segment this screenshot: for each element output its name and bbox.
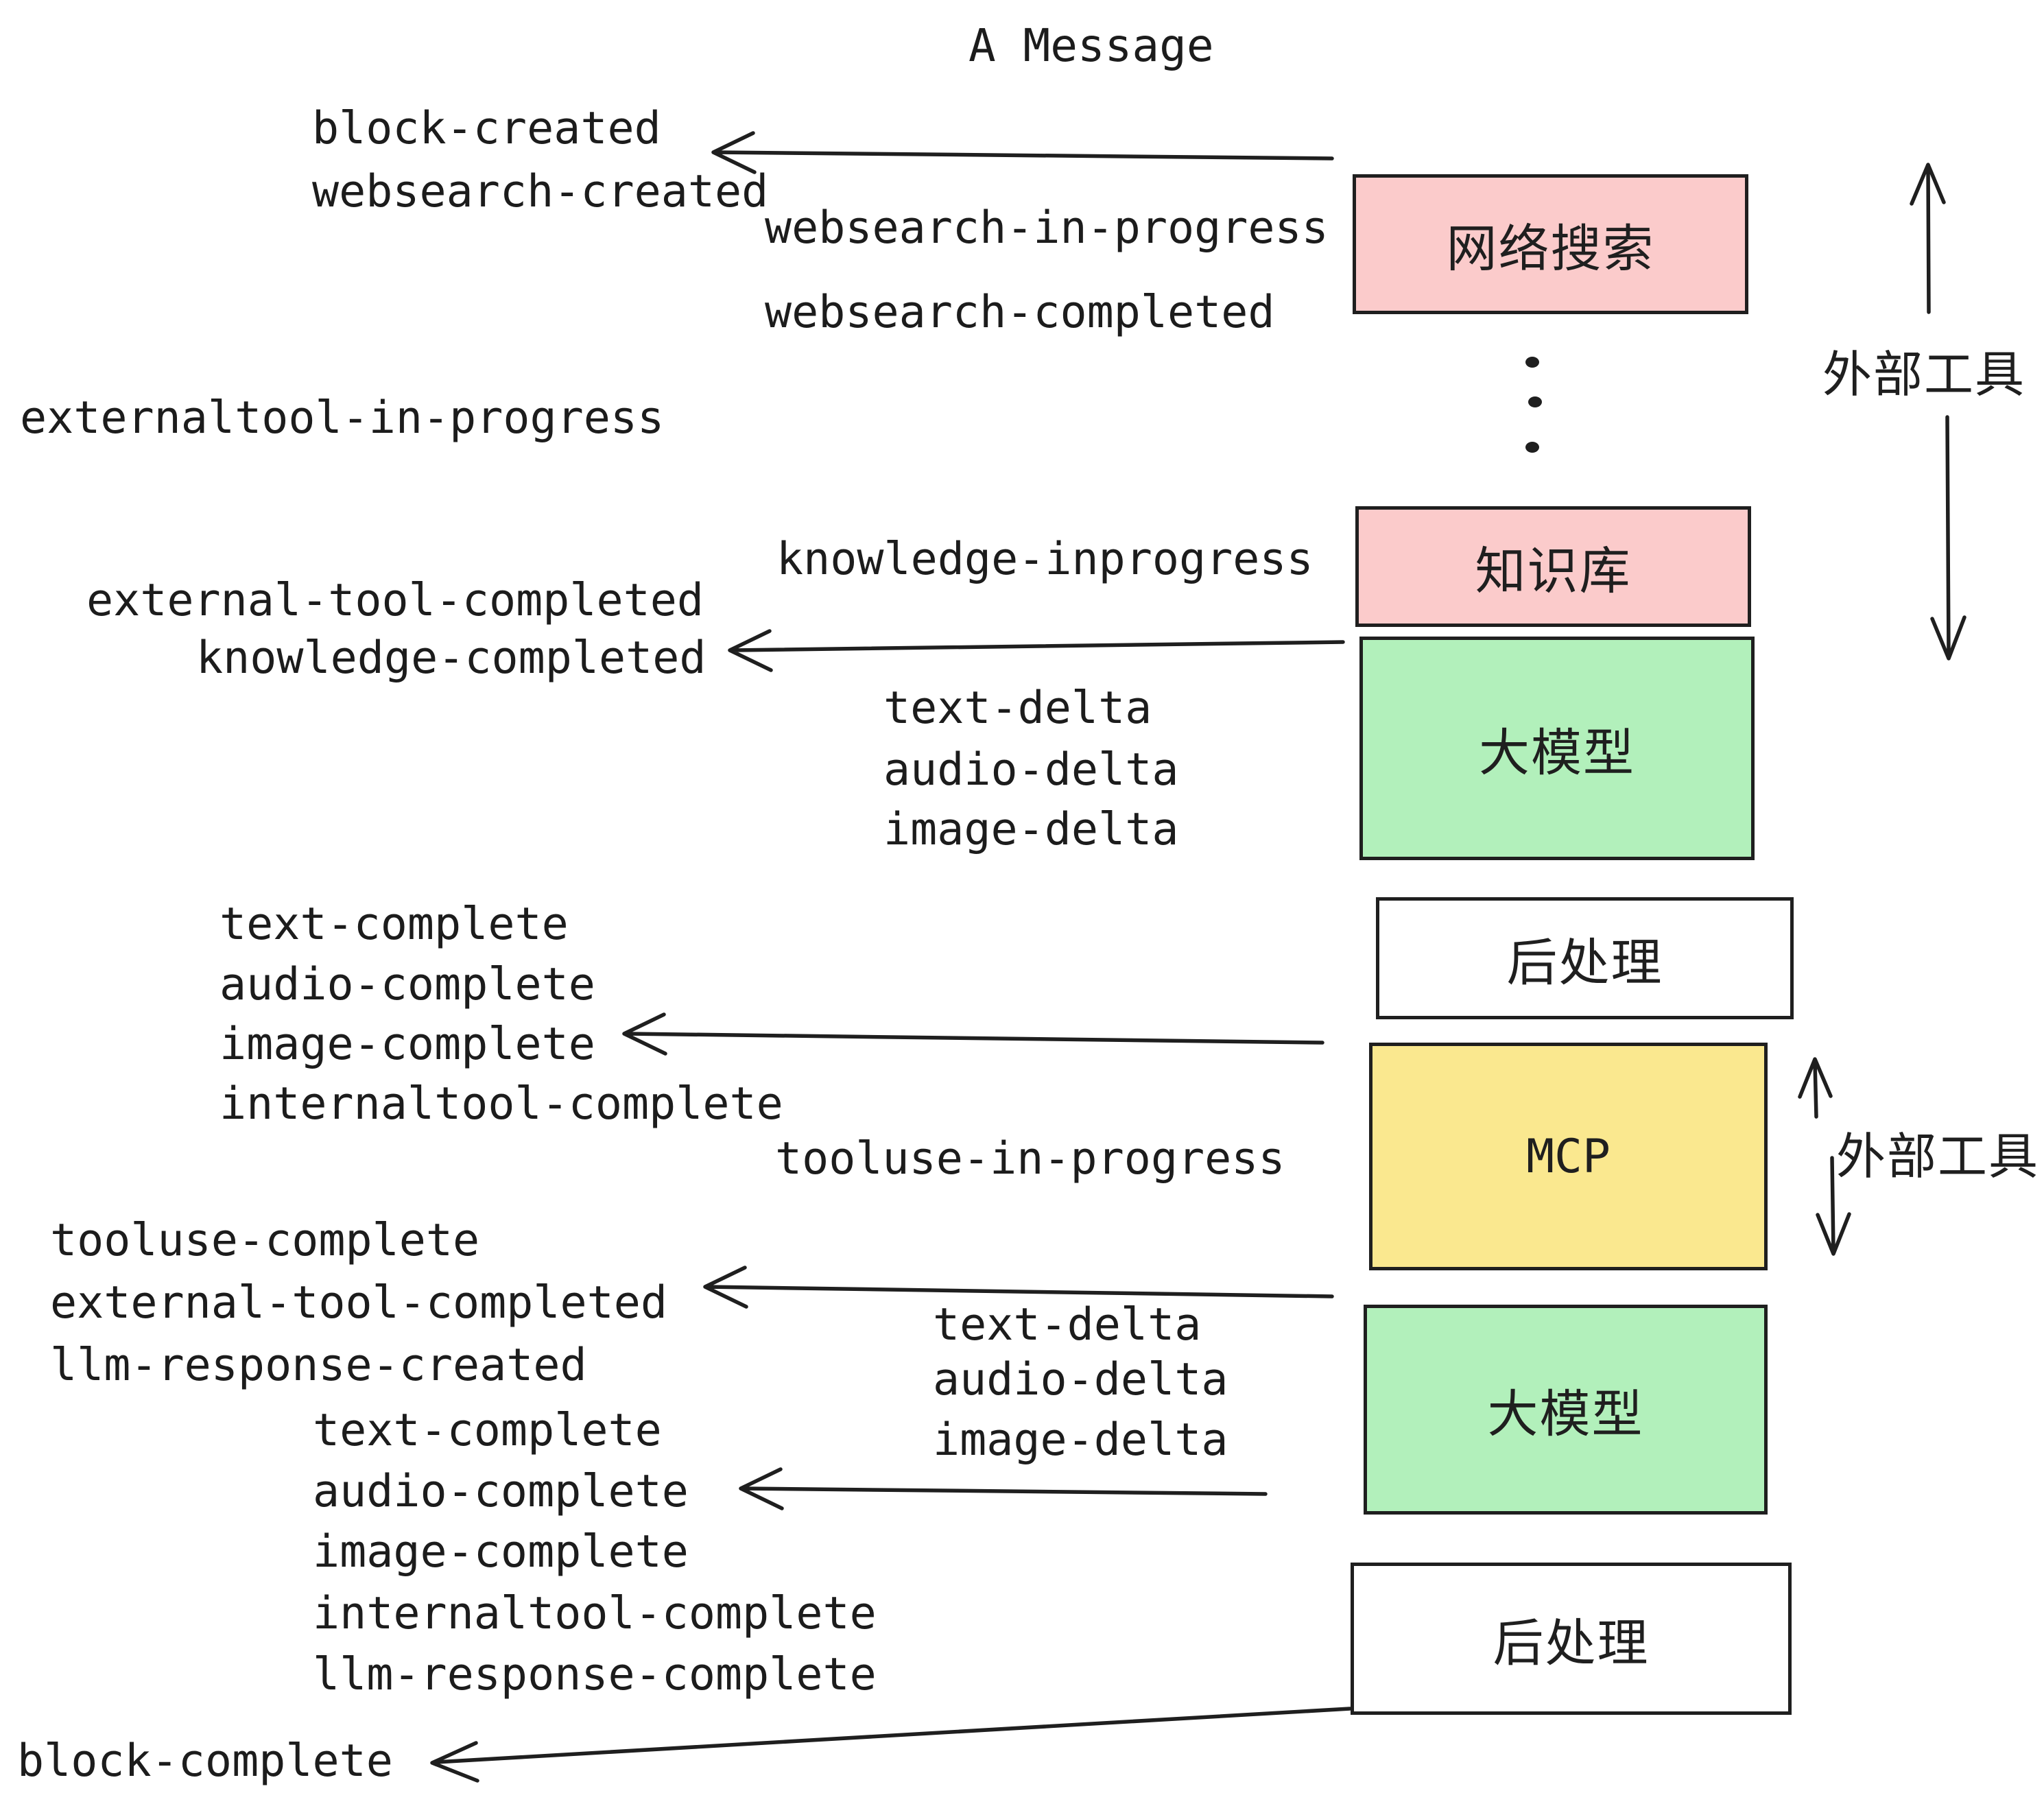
event-knowledge-completed: knowledge-completed bbox=[196, 632, 706, 684]
external-tools-top-up-arrow bbox=[1910, 163, 1946, 314]
event-text-delta-1: text-delta bbox=[883, 683, 1152, 734]
event-text-delta-2: text-delta bbox=[933, 1299, 1202, 1351]
event-image-delta-2: image-delta bbox=[933, 1414, 1228, 1466]
box-websearch: 网络搜索 bbox=[1353, 174, 1748, 314]
box-mcp: MCP bbox=[1369, 1043, 1768, 1270]
event-image-complete-1: image-complete bbox=[219, 1019, 595, 1070]
box-postprocess-2-label: 后处理 bbox=[1493, 1613, 1650, 1673]
event-websearch-completed: websearch-completed bbox=[765, 287, 1275, 338]
event-audio-delta-1: audio-delta bbox=[883, 744, 1179, 796]
arrow-to-knowledge-completed bbox=[728, 629, 1345, 672]
event-llm-response-created: llm-response-created bbox=[50, 1340, 587, 1391]
event-tooluse-in-progress: tooluse-in-progress bbox=[775, 1133, 1285, 1185]
event-websearch-created: websearch-created bbox=[312, 166, 769, 217]
diagram-title: A Message bbox=[968, 19, 1214, 72]
box-llm-2: 大模型 bbox=[1364, 1305, 1768, 1515]
event-text-complete-1: text-complete bbox=[219, 899, 569, 950]
event-llm-response-complete: llm-response-complete bbox=[313, 1649, 877, 1700]
arrow-to-block-complete bbox=[430, 1707, 1352, 1783]
event-internaltool-complete-2: internaltool-complete bbox=[313, 1588, 877, 1639]
event-internaltool-complete-1: internaltool-complete bbox=[219, 1078, 783, 1130]
event-external-tool-completed-1: external-tool-completed bbox=[86, 575, 704, 626]
event-audio-complete-1: audio-complete bbox=[219, 959, 595, 1010]
box-knowledge: 知识库 bbox=[1355, 506, 1751, 627]
box-knowledge-label: 知识库 bbox=[1475, 541, 1632, 601]
arrow-to-audio-complete-2 bbox=[739, 1467, 1268, 1510]
label-external-tools-mcp: 外部工具 bbox=[1836, 1128, 2040, 1185]
ellipsis-dots bbox=[1525, 357, 1542, 453]
box-mcp-label: MCP bbox=[1526, 1129, 1611, 1184]
event-externaltool-in-progress: externaltool-in-progress bbox=[20, 392, 665, 444]
event-block-created: block-created bbox=[312, 103, 661, 154]
box-websearch-label: 网络搜索 bbox=[1446, 219, 1655, 278]
event-knowledge-inprogress: knowledge-inprogress bbox=[776, 534, 1314, 585]
external-tools-mcp-up-arrow bbox=[1798, 1057, 1833, 1119]
event-image-complete-2: image-complete bbox=[313, 1526, 689, 1578]
arrow-to-websearch-created bbox=[711, 131, 1334, 174]
box-llm-2-label: 大模型 bbox=[1487, 1384, 1644, 1444]
event-external-tool-completed-2: external-tool-completed bbox=[50, 1277, 668, 1329]
arrow-to-image-complete bbox=[622, 1012, 1324, 1056]
box-postprocess-2: 后处理 bbox=[1351, 1563, 1792, 1715]
event-audio-delta-2: audio-delta bbox=[933, 1354, 1228, 1405]
box-postprocess-1: 后处理 bbox=[1376, 897, 1794, 1019]
event-image-delta-1: image-delta bbox=[883, 804, 1179, 855]
box-llm-1-label: 大模型 bbox=[1479, 723, 1635, 783]
event-tooluse-complete: tooluse-complete bbox=[50, 1215, 480, 1266]
event-audio-complete-2: audio-complete bbox=[313, 1466, 689, 1517]
box-llm-1: 大模型 bbox=[1359, 637, 1755, 860]
external-tools-top-down-arrow bbox=[1930, 415, 1966, 661]
event-text-complete-2: text-complete bbox=[313, 1405, 662, 1456]
event-block-complete: block-complete bbox=[17, 1735, 393, 1787]
event-websearch-in-progress: websearch-in-progress bbox=[765, 202, 1329, 254]
box-postprocess-1-label: 后处理 bbox=[1506, 933, 1663, 993]
label-external-tools-top: 外部工具 bbox=[1822, 346, 2026, 403]
